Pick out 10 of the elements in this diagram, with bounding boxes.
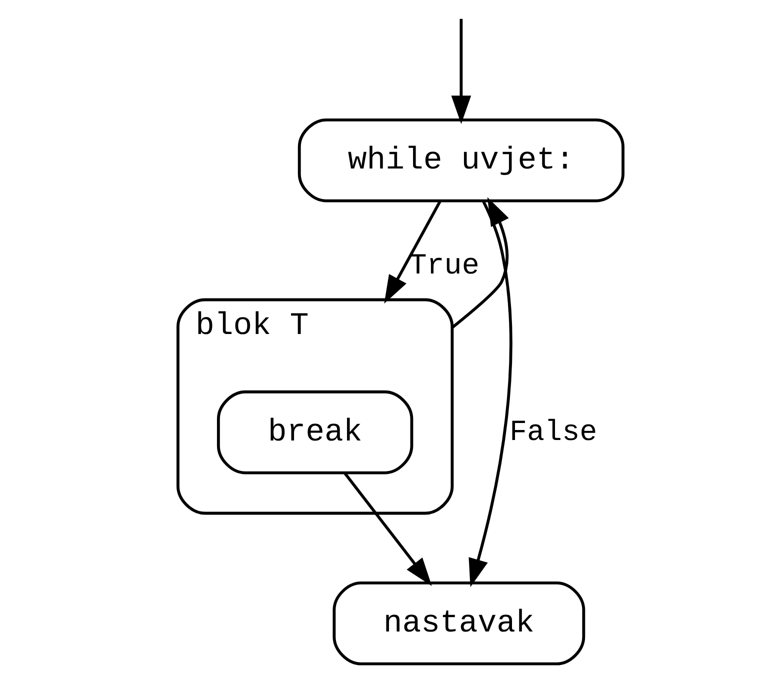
node-box: nastavak xyxy=(332,581,585,666)
arrow xyxy=(468,200,512,588)
node-box: break xyxy=(216,390,413,474)
arrow xyxy=(384,200,442,304)
edge-label: True xyxy=(408,250,479,283)
edge-label: False xyxy=(509,416,597,449)
node-box: while uvjet: xyxy=(297,118,624,202)
arrow xyxy=(343,472,432,586)
arrow xyxy=(450,197,508,329)
arrow xyxy=(450,18,471,124)
